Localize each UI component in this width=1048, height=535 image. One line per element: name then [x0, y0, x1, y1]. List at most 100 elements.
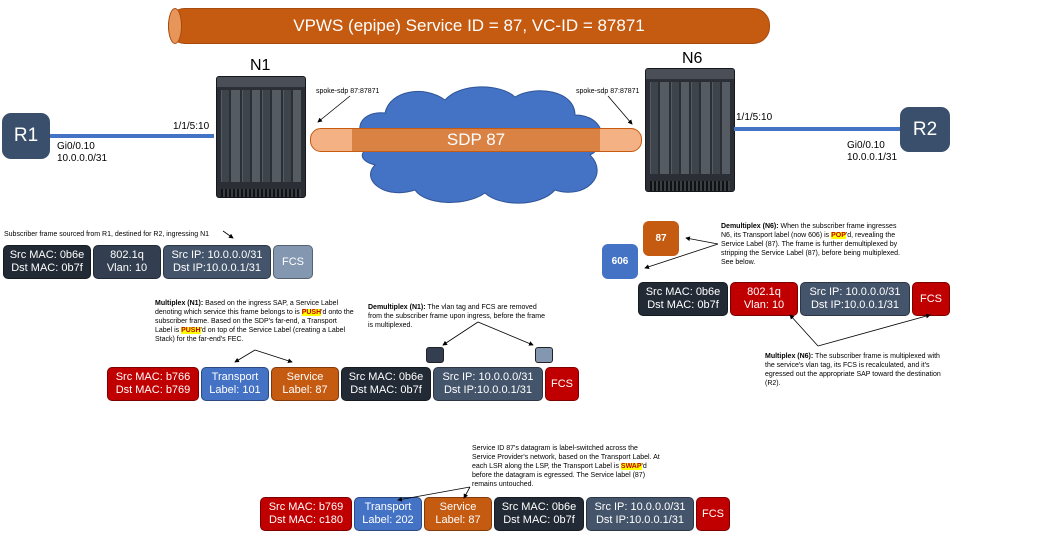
cell-line: Transport	[211, 371, 259, 383]
service-banner-text: VPWS (epipe) Service ID = 87, VC-ID = 87…	[293, 16, 645, 35]
frame-cell-fcs: FCS	[696, 497, 730, 531]
arrow-mux-n1-transport	[234, 349, 256, 363]
arrow-spoke-n6	[607, 95, 633, 125]
n1-chassis[interactable]	[216, 76, 306, 198]
service-label-value: 87	[655, 233, 667, 244]
cell-line: Dst MAC: b769	[115, 384, 191, 396]
removed-fcs-square	[535, 347, 553, 363]
note-text: 'd on top of the Service Label (creating…	[155, 327, 346, 343]
cell-line: Src MAC: 0b6e	[501, 501, 577, 513]
cell-line: FCS	[920, 292, 942, 305]
cell-line: Src IP: 10.0.0.0/31	[809, 286, 901, 298]
transport-label-606-box: 606	[602, 244, 638, 279]
n6-spoke-sdp-label: spoke-sdp 87:87871	[576, 88, 640, 95]
cell-line: Src IP: 10.0.0.0/31	[594, 501, 686, 513]
r1-iface: Gi0/0.10	[57, 141, 95, 152]
n6-chassis[interactable]	[645, 68, 735, 192]
note-text: When the subscriber frame ingresses N6, …	[721, 223, 897, 239]
demultiplex-n1-note: Demultiplex (N1): The vlan tag and FCS a…	[368, 303, 548, 330]
note-text: Based on the ingress SAP, a Service Labe…	[155, 300, 339, 316]
arrow-mux-n6-vlan	[789, 314, 819, 347]
cell-line: FCS	[702, 507, 724, 520]
frame-cell-fcs: FCS	[273, 245, 313, 279]
n1-label: N1	[250, 57, 271, 74]
cell-line: Label: 87	[435, 514, 481, 526]
cell-line: Label: 87	[282, 384, 328, 396]
note-text: 'd, revealing the Service Label (87). Th…	[721, 232, 900, 266]
cell-line: Dst MAC: 0b7f	[503, 514, 575, 526]
cell-line: Src MAC: b766	[115, 371, 191, 383]
cell-line: Src MAC: 0b6e	[645, 286, 721, 298]
router-r2[interactable]: R2	[900, 107, 950, 152]
arrow-demux-n6-87	[685, 236, 719, 245]
router-r2-label: R2	[912, 118, 938, 140]
note-title: Multiplex (N6):	[765, 353, 814, 360]
cell-line: FCS	[551, 377, 573, 390]
cell-line: Dst MAC: 0b7f	[11, 262, 83, 274]
note-title: Demultiplex (N6):	[721, 223, 779, 230]
arrow-mux-n6-fcs	[817, 313, 931, 347]
arrow-spoke-n1	[317, 95, 351, 123]
cell-line: Label: 101	[209, 384, 261, 396]
r1-ip: 10.0.0.0/31	[57, 153, 108, 164]
multiplex-n6-note: Multiplex (N6): The subscriber frame is …	[765, 352, 945, 388]
n1-port: 1/1/5:10	[173, 121, 210, 132]
r2-iface: Gi0/0.10	[847, 140, 885, 151]
label-swap-note: Service ID 87's datagram is label-switch…	[472, 444, 662, 489]
cell-line: Dst IP:10.0.0.1/31	[172, 262, 262, 274]
push-highlight: PUSH	[181, 327, 201, 334]
cell-line: Dst IP:10.0.0.1/31	[595, 514, 685, 526]
note-text: 'd onto the subscriber frame. Based on t…	[155, 309, 354, 334]
link-n6-r2	[734, 127, 902, 131]
sdp-label: SDP 87	[351, 129, 601, 151]
sdp-pipe: SDP 87	[310, 128, 642, 152]
cell-line: Dst IP:10.0.0.1/31	[810, 299, 900, 311]
n1-spoke-sdp-label: spoke-sdp 87:87871	[316, 88, 380, 95]
cell-line: Dst IP:10.0.0.1/31	[443, 384, 533, 396]
note-text: The vlan tag and FCS are removed from th…	[368, 304, 546, 329]
service-banner-pipe: VPWS (epipe) Service ID = 87, VC-ID = 87…	[168, 8, 770, 44]
frame-cell-fcs: FCS	[545, 367, 579, 401]
router-r1[interactable]: R1	[2, 113, 50, 159]
subscriber-frame-caption: Subscriber frame sourced from R1, destin…	[4, 231, 210, 238]
cell-line: Src IP: 10.0.0.0/31	[171, 249, 263, 261]
cell-line: Dst MAC: 0b7f	[350, 384, 422, 396]
service-label-87-box: 87	[643, 221, 679, 256]
note-text: The subscriber frame is multiplexed with…	[765, 353, 941, 387]
note-text: 'd before the datagram is egressed. The …	[472, 463, 647, 488]
pop-highlight: POP	[831, 232, 846, 239]
cell-line: Vlan: 10	[106, 262, 148, 274]
multiplex-n1-note: Multiplex (N1): Based on the ingress SAP…	[155, 299, 355, 344]
cell-line: FCS	[282, 255, 304, 268]
cell-line: Dst MAC: c180	[269, 514, 343, 526]
arrow-mux-n1-service	[254, 349, 293, 364]
pipe-end-cap	[168, 8, 182, 44]
cell-line: Src MAC: 0b6e	[9, 249, 85, 261]
cell-line: Service	[286, 371, 324, 383]
link-r1-n1	[50, 134, 214, 138]
note-title: Demultiplex (N1):	[368, 304, 426, 311]
note-text: Service ID 87's datagram is label-switch…	[472, 445, 660, 470]
cell-line: Service	[439, 501, 477, 513]
cell-line: Vlan: 10	[743, 299, 785, 311]
swap-highlight: SWAP	[620, 463, 642, 470]
transport-label-value: 606	[611, 256, 629, 267]
demultiplex-n6-note: Demultiplex (N6): When the subscriber fr…	[721, 222, 901, 267]
push-highlight: PUSH	[301, 309, 322, 316]
